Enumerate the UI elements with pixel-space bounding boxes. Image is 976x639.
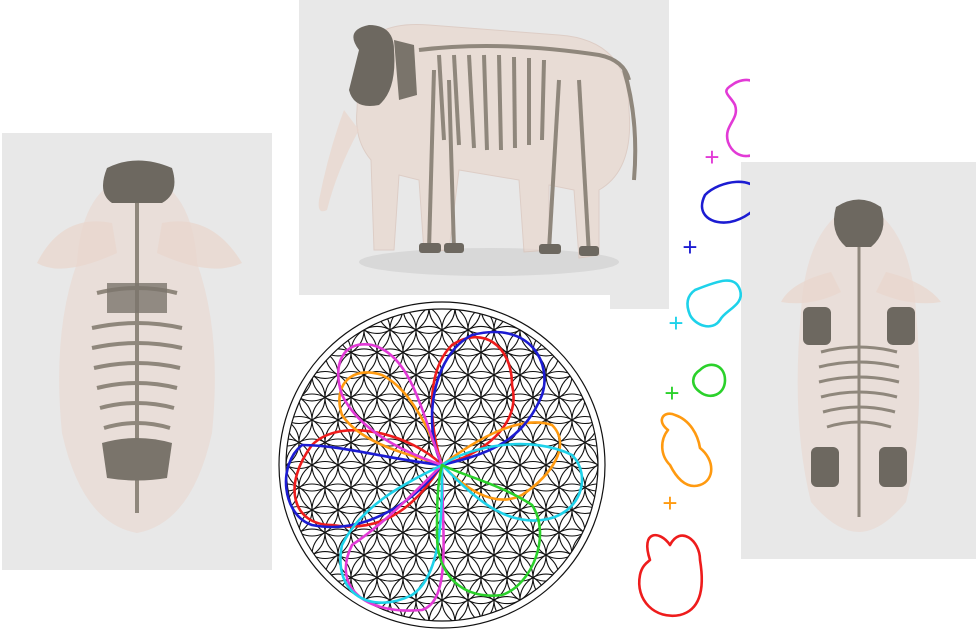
orange-plus-sign: + [662,488,677,518]
flower-of-life-panel [272,295,610,634]
elephant-top-view-illustration [2,133,272,570]
shape-sequence-legend: + + + + + [620,70,750,630]
blue-shape [702,182,750,223]
elephant-top-view-panel [2,133,272,570]
elephant-side-view-panel [299,0,669,309]
cyan-shape [688,281,741,327]
flower-of-life-pattern [272,295,610,634]
elephant-bottom-view-illustration [741,162,976,559]
shape-sequence-illustration: + + + + + [620,70,750,630]
green-shape [693,365,725,396]
orange-shape [662,414,711,486]
elephant-bottom-view-panel [741,162,976,559]
cyan-plus-sign: + [668,308,683,338]
magenta-shape [726,80,750,156]
red-shape [639,535,702,616]
blue-plus-sign: + [682,232,697,262]
elephant-side-view-illustration [299,0,669,309]
green-plus-sign: + [664,378,679,408]
magenta-plus-sign: + [704,142,719,172]
